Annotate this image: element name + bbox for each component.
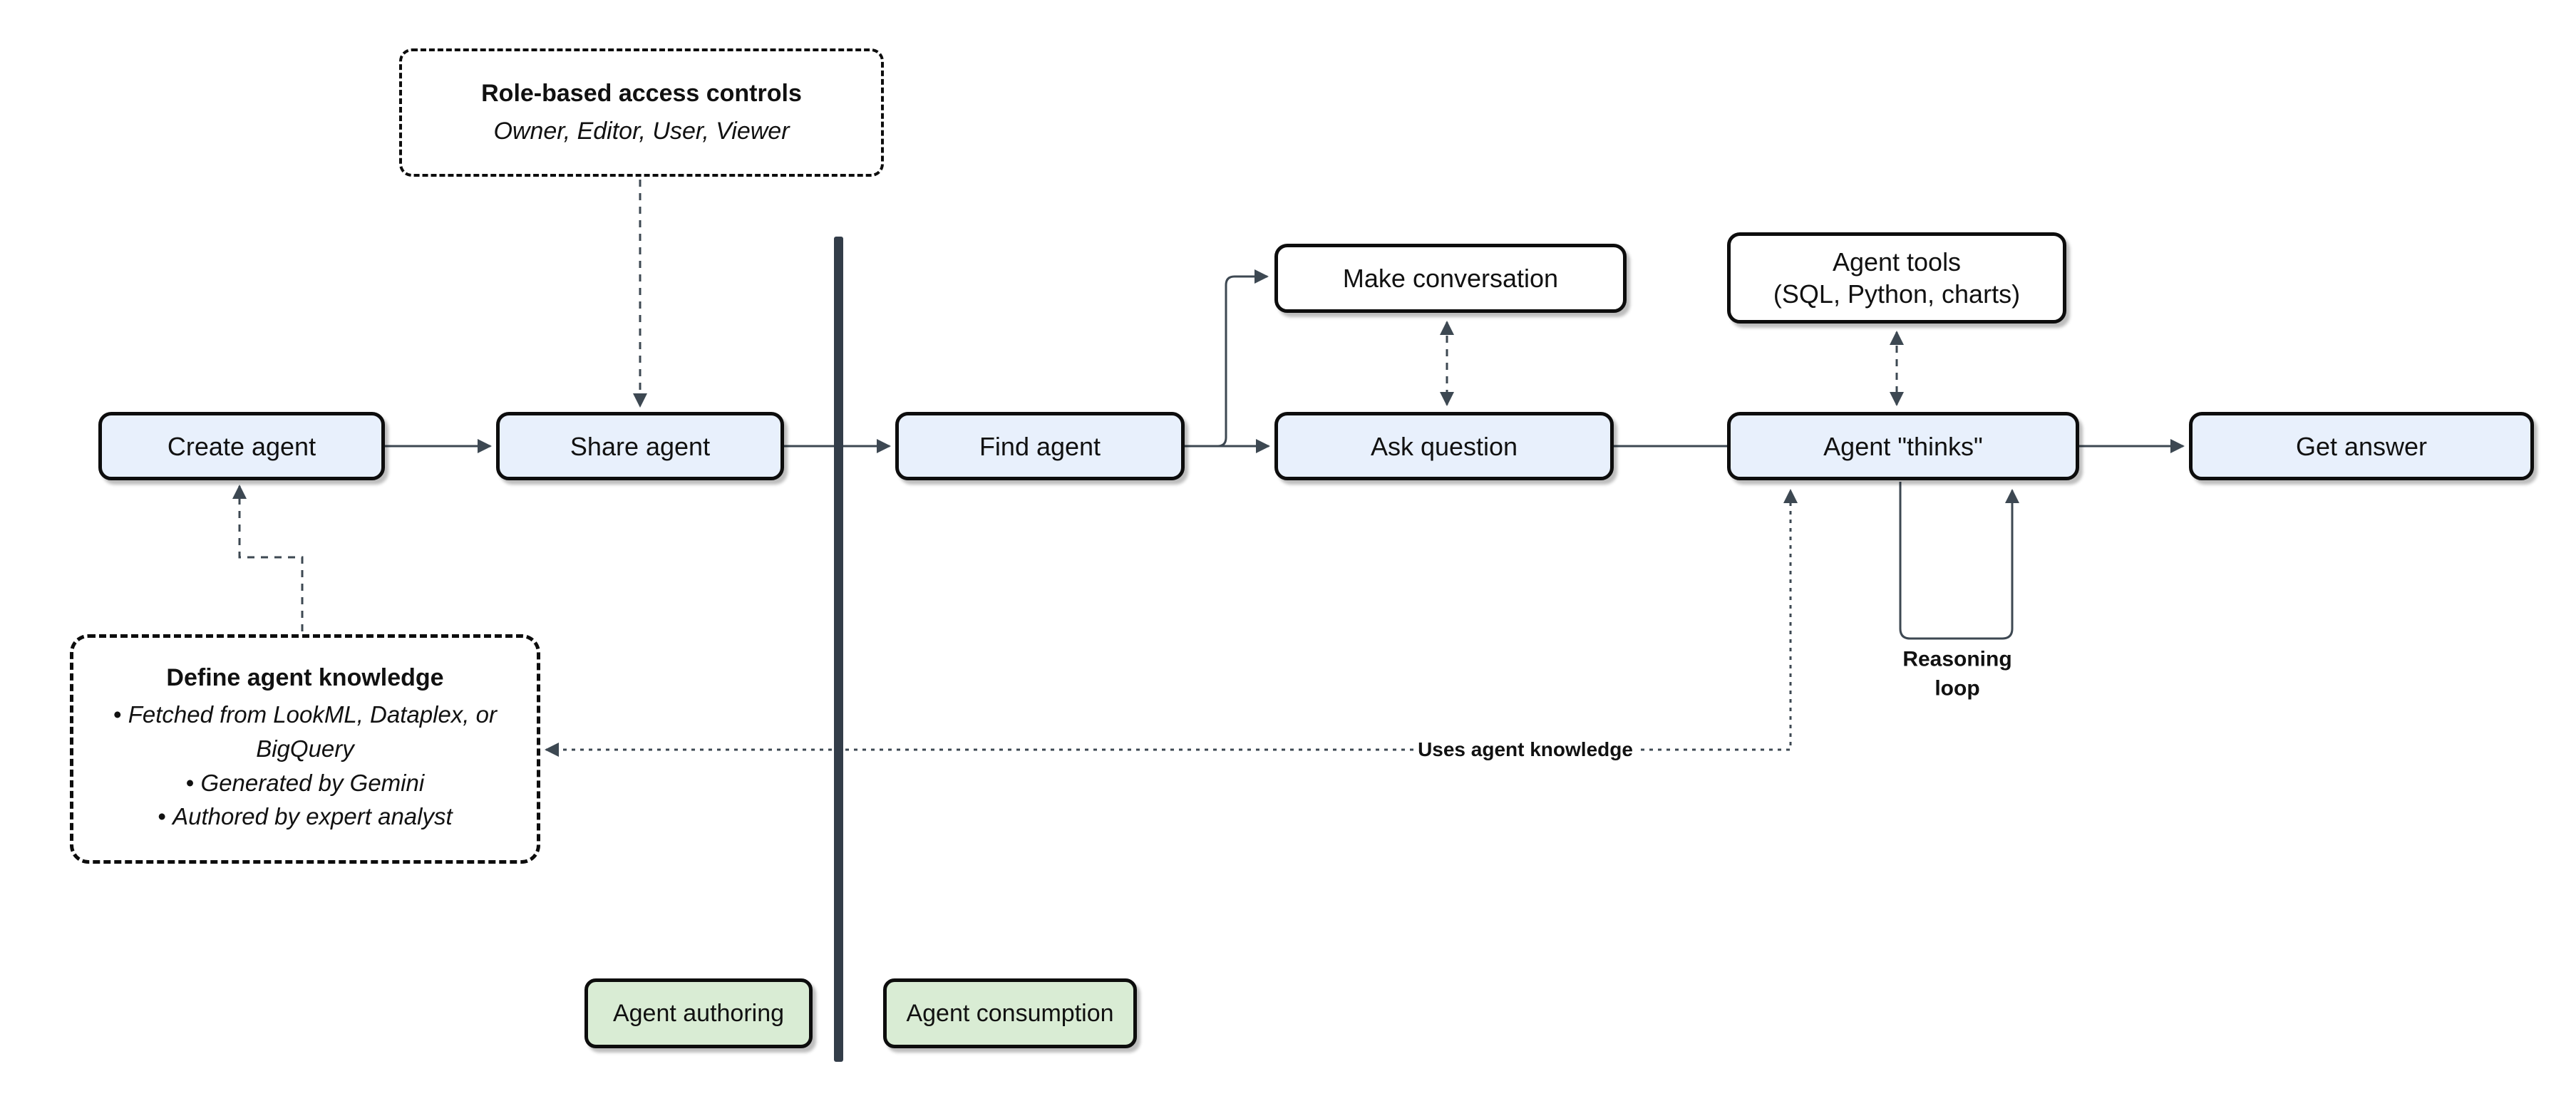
node-get-answer-label: Get answer [2295,431,2428,461]
node-share-agent-label: Share agent [570,431,711,461]
lane-divider [834,237,843,1062]
edge-reasoning-loop [1899,482,2019,640]
annotation-role-based-access-title: Role-based access controls [481,80,802,107]
node-share-agent: Share agent [496,412,784,480]
edge-knowledge-to-create [232,485,304,631]
node-create-agent-label: Create agent [167,431,316,461]
edge-uses-knowledge [545,489,1798,757]
annotation-define-agent-knowledge-bullets: Fetched from LookML, Dataplex, or BigQue… [103,698,507,834]
node-make-conversation-label: Make conversation [1342,264,1559,293]
node-ask-question-label: Ask question [1370,431,1518,461]
node-agent-tools: Agent tools (SQL, Python, charts) [1727,232,2066,324]
knowledge-bullet: Fetched from LookML, Dataplex, or BigQue… [103,698,507,766]
lane-tag-agent-consumption: Agent consumption [883,978,1137,1048]
edge-label-reasoning-loop: Reasoning loop [1902,647,2012,701]
edge-find-to-make-conversation [1185,269,1269,448]
annotation-role-based-access: Role-based access controls Owner, Editor… [399,48,884,177]
lane-tag-agent-consumption-label: Agent consumption [906,999,1114,1027]
node-get-answer: Get answer [2189,412,2534,480]
lane-tag-agent-authoring: Agent authoring [584,978,813,1048]
annotation-role-based-access-subtitle: Owner, Editor, User, Viewer [493,118,790,145]
knowledge-bullet: Authored by expert analyst [103,800,507,834]
node-agent-thinks-label: Agent "thinks" [1823,431,1983,461]
node-agent-thinks: Agent "thinks" [1727,412,2079,480]
node-agent-tools-label-line2: (SQL, Python, charts) [1773,279,2021,309]
node-agent-tools-label-line1: Agent tools [1832,247,1962,276]
annotation-define-agent-knowledge-title: Define agent knowledge [166,663,444,691]
lane-tag-agent-authoring-label: Agent authoring [612,999,785,1027]
node-find-agent-label: Find agent [979,431,1101,461]
node-make-conversation: Make conversation [1274,244,1627,313]
knowledge-bullet: Generated by Gemini [103,766,507,800]
node-create-agent: Create agent [98,412,385,480]
edge-label-uses-agent-knowledge: Uses agent knowledge [1413,737,1637,763]
node-find-agent: Find agent [895,412,1185,480]
node-ask-question: Ask question [1274,412,1614,480]
annotation-define-agent-knowledge: Define agent knowledge Fetched from Look… [70,634,540,864]
